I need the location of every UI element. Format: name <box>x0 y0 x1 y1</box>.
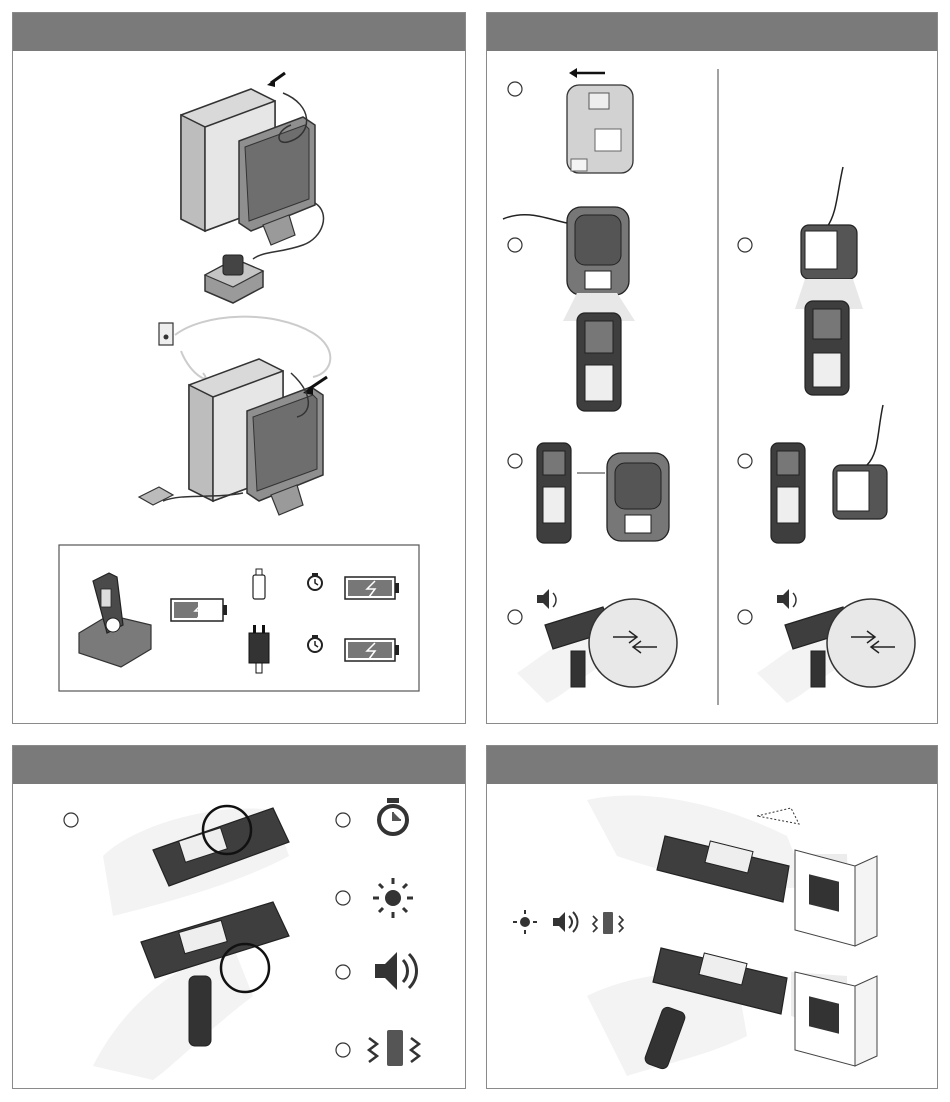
barcode-box-top <box>795 850 877 946</box>
feedback-icons <box>513 910 623 934</box>
speaker-icon <box>777 589 796 609</box>
step-circle <box>738 610 752 624</box>
step-circle <box>508 454 522 468</box>
device-pair-confirm-illustration <box>537 443 669 543</box>
scanning-panel <box>486 745 938 1089</box>
step-circle <box>64 813 78 827</box>
battery-icon-main <box>171 599 227 621</box>
pairing-panel <box>486 12 938 724</box>
barcode-box-bottom <box>795 972 877 1066</box>
vibration-icon <box>369 1030 419 1066</box>
speaker-icon <box>375 952 417 990</box>
scanner-hand-illustration-bottom <box>93 902 289 1080</box>
scan-distance-indicator <box>757 808 799 824</box>
speaker-icon <box>537 589 556 609</box>
battery-icon-power <box>345 639 399 661</box>
scanner-success-illustration <box>757 589 915 703</box>
speaker-icon <box>553 912 578 932</box>
step-circle <box>336 965 350 979</box>
timer-icon <box>379 798 407 834</box>
step-circle <box>738 238 752 252</box>
setup-panel <box>12 12 466 724</box>
scanner-hand-illustration-top <box>103 806 289 916</box>
step-circle <box>336 1043 350 1057</box>
device-pair-confirm-illustration <box>771 405 887 543</box>
step-circle <box>508 82 522 96</box>
step-circle <box>738 454 752 468</box>
step-circle <box>508 610 522 624</box>
scanner-success-illustration <box>517 589 677 703</box>
light-icon <box>513 910 537 934</box>
step-circle <box>336 813 350 827</box>
vibration-icon <box>593 912 623 934</box>
charging-cradle-illustration <box>205 255 263 303</box>
scan-pairing-tag-illustration <box>795 167 863 395</box>
computer-illustration-power <box>139 317 330 515</box>
step-circle <box>508 238 522 252</box>
settings-panel <box>12 745 466 1089</box>
device-back-illustration <box>567 68 633 173</box>
battery-icon-usb <box>345 577 399 599</box>
computer-illustration-usb <box>181 73 324 259</box>
step-circle <box>336 891 350 905</box>
charging-info-box <box>59 545 419 691</box>
cradle-scan-illustration <box>503 207 635 411</box>
light-icon <box>373 878 413 918</box>
